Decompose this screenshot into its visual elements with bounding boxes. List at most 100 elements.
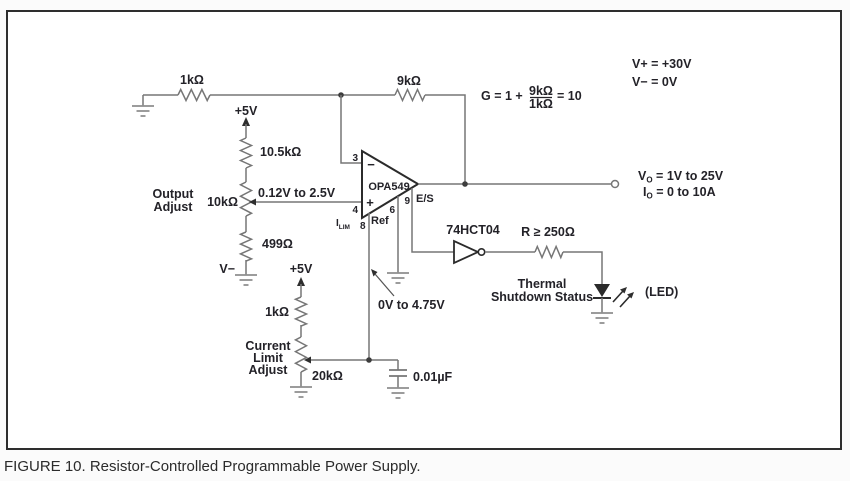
arrow-up-icon [297,277,305,286]
supply-notes: V+ = +30V V− = 0V [632,57,692,89]
resistor-divider-top-label: 10.5kΩ [260,145,301,159]
led: (LED) [591,284,678,324]
figure-caption: FIGURE 10. Resistor-Controlled Programma… [4,458,421,475]
ilim-range-label: 0V to 4.75V [378,298,445,312]
gain-result: = 10 [557,89,582,103]
led-diode-icon [594,284,610,297]
wiper-arrow-icon [249,198,256,206]
capacitor-label: 0.01µF [413,370,453,384]
input-ground [132,95,154,117]
arrow-up-icon [242,117,250,126]
ground-icon [591,312,613,324]
svg-text:Current: Current [245,339,291,353]
ground-icon [290,386,312,398]
inverter-label: 74HCT04 [446,223,500,237]
annotation-arrow-icon [371,269,378,277]
svg-text:VO = 1V to 25V: VO = 1V to 25V [638,169,724,185]
ref-pin: Ref 6 [371,196,409,284]
output-spec-labels: VO = 1V to 25V IO = 0 to 10A [638,169,724,201]
output-terminal-icon [610,179,620,189]
resistor-icon [177,87,211,103]
svg-text:Adjust: Adjust [154,200,194,214]
gain-numerator: 9kΩ [529,84,553,98]
inverter-triangle-icon [453,239,481,265]
pin-4: 4 [352,205,358,216]
wire-feedback [425,94,466,184]
svg-text:Thermal: Thermal [518,277,567,291]
svg-text:Limit: Limit [253,351,284,365]
resistor-divider-bottom-label: 499Ω [262,237,293,251]
gain-prefix: G = 1 + [481,89,523,103]
plus5-label: +5V [235,104,258,118]
inverter-bubble-icon [477,248,486,257]
pot-output-label: 10kΩ [207,195,238,209]
ref-label: Ref [371,215,389,227]
thermal-status-caption: Thermal Shutdown Status [491,277,593,304]
resistor-cl-top-label: 1kΩ [265,305,289,319]
ground-icon [387,272,409,284]
supply-plus5-current-limit: +5V [290,262,313,297]
resistor-input-label: 1kΩ [180,73,204,87]
resistor-led: R ≥ 250Ω [521,225,575,260]
resistor-current-limit-top: 1kΩ [265,296,309,327]
pin-8: 8 [360,221,366,232]
output-adjust-caption: Output Adjust [153,187,195,214]
led-light-arrows-icon [612,287,634,308]
resistor-icon [238,137,254,169]
vminus-ground: V− [219,260,257,286]
supply-positive-label: V+ = +30V [632,57,692,71]
svg-text:Output: Output [153,187,195,201]
potentiometer-icon [293,336,309,373]
pot-current-limit-label: 20kΩ [312,369,343,383]
es-pin: 9 E/S [404,188,454,253]
supply-negative-label: V− = 0V [632,75,678,89]
inverting-sign: − [367,157,375,172]
resistor-feedback: 9kΩ [394,74,426,103]
plus5-label: +5V [290,262,313,276]
resistor-icon [394,87,426,103]
resistor-divider-top: 10.5kΩ [238,137,301,169]
supply-plus5-output: +5V [235,104,258,138]
ground-icon [235,274,257,286]
noninverting-sign: + [366,195,374,210]
svg-text:Adjust: Adjust [249,363,289,377]
wire-led [563,251,603,284]
potentiometer-icon [238,181,254,217]
resistor-icon [238,231,254,262]
ground-icon [132,105,154,117]
resistor-icon [293,296,309,327]
inverter: 74HCT04 [446,223,500,265]
pin-9: 9 [404,196,410,207]
wiper-arrow-icon [304,356,311,364]
resistor-icon [534,244,564,260]
wiper-range-label: 0.12V to 2.5V [258,186,336,200]
potentiometer-current-limit: 20kΩ [293,336,343,383]
opamp-triangle-icon [361,149,420,220]
junction-dot [366,357,372,363]
potentiometer-output-adjust: 10kΩ [207,181,256,217]
resistor-divider-bottom: 499Ω [238,231,293,262]
ground-icon [387,387,409,399]
pin-3: 3 [352,153,358,164]
vminus-label: V− [219,262,235,276]
opamp: OPA549 − + 3 4 [352,149,420,220]
resistor-led-label: R ≥ 250Ω [521,225,575,239]
es-label: E/S [416,193,434,205]
current-limit-caption: Current Limit Adjust [245,339,291,377]
ilim-pin-label: ILIM 8 [336,218,366,232]
junction-dot [462,181,468,187]
opamp-part-label: OPA549 [368,181,409,193]
resistor-feedback-label: 9kΩ [397,74,421,88]
svg-text:ILIM: ILIM [336,218,350,231]
ilim-range-annotation: 0V to 4.75V [371,269,445,312]
capacitor-ilim: 0.01µF [387,360,453,399]
pot-cl-ground [290,372,312,398]
resistor-input: 1kΩ [177,73,211,103]
figure-frame [6,10,842,450]
gain-denominator: 1kΩ [529,97,553,111]
led-note-label: (LED) [645,285,678,299]
wire-inverting-input [340,95,362,164]
pin-6: 6 [389,205,395,216]
svg-text:IO = 0 to 10A: IO = 0 to 10A [643,185,716,201]
